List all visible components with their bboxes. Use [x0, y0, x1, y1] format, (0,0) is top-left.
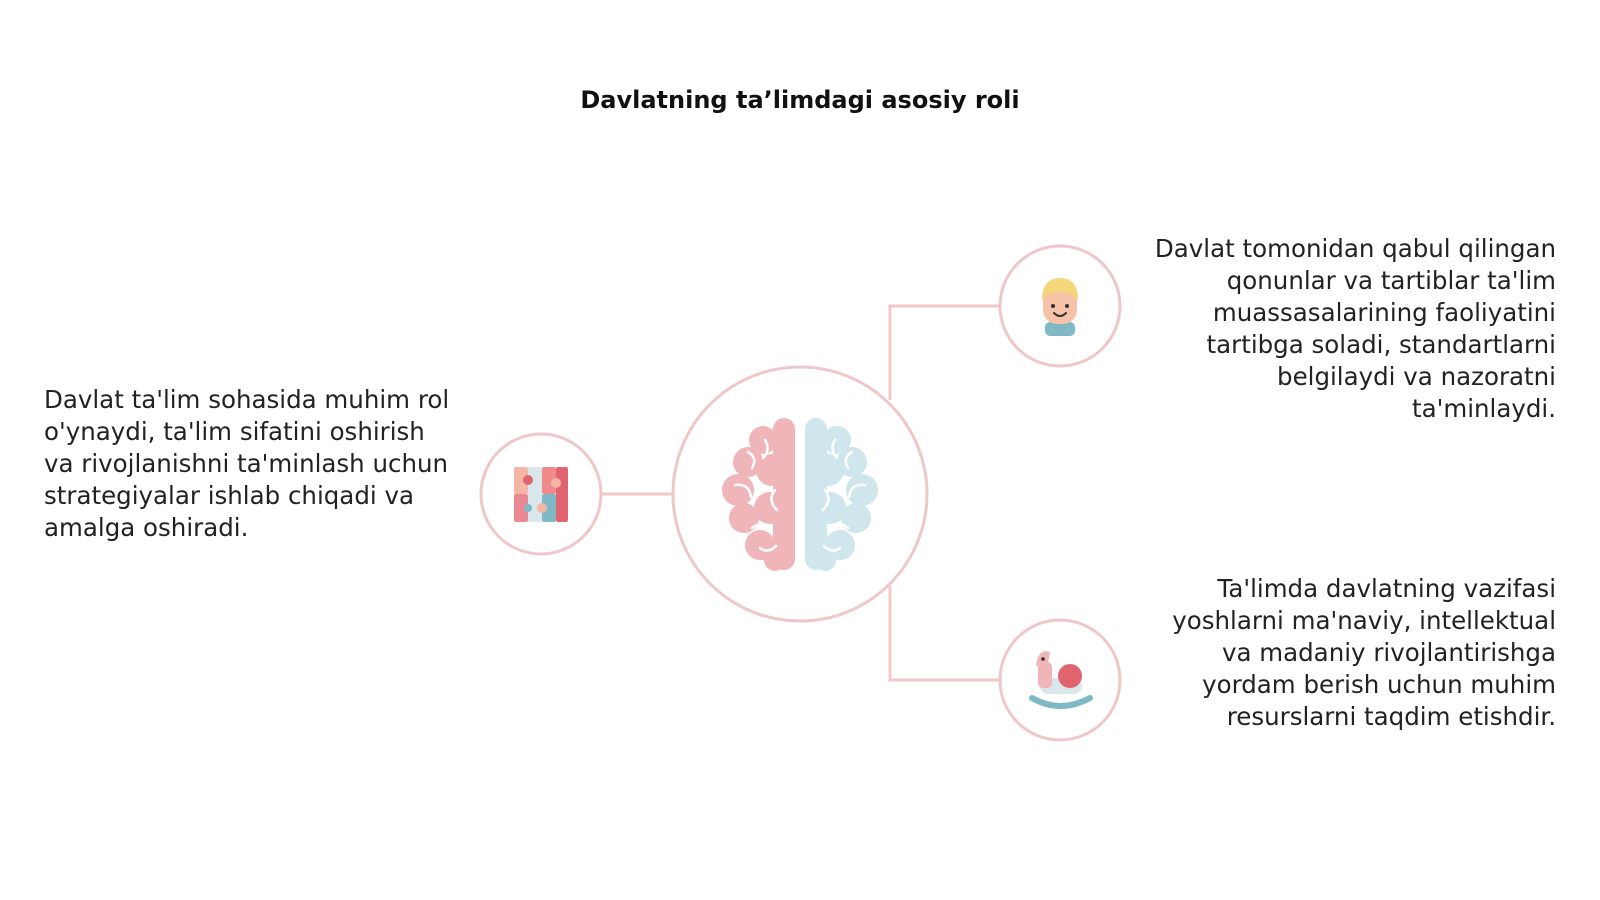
node-left	[479, 432, 603, 556]
center-node	[671, 365, 929, 623]
rocking-horse-icon	[1029, 651, 1093, 709]
node-left-text: Davlat ta'lim sohasida muhim rol o'ynayd…	[44, 385, 450, 542]
brain-icon	[722, 418, 878, 572]
puzzle-icon	[514, 467, 568, 522]
page-title: Davlatning ta’limdagi asosiy roli	[580, 86, 1020, 114]
connector-right-bottom	[888, 586, 1000, 682]
node-right-top	[998, 244, 1122, 368]
node-right-top-text: Davlat tomonidan qabul qilingan qonunlar…	[1154, 234, 1556, 423]
connector-right-top	[888, 304, 1000, 400]
child-face-icon	[1042, 278, 1078, 336]
node-right-bottom	[998, 618, 1122, 742]
connectors	[602, 304, 1000, 682]
node-right-bottom-text: Ta'limda davlatning vazifasi yoshlarni m…	[1172, 574, 1556, 731]
